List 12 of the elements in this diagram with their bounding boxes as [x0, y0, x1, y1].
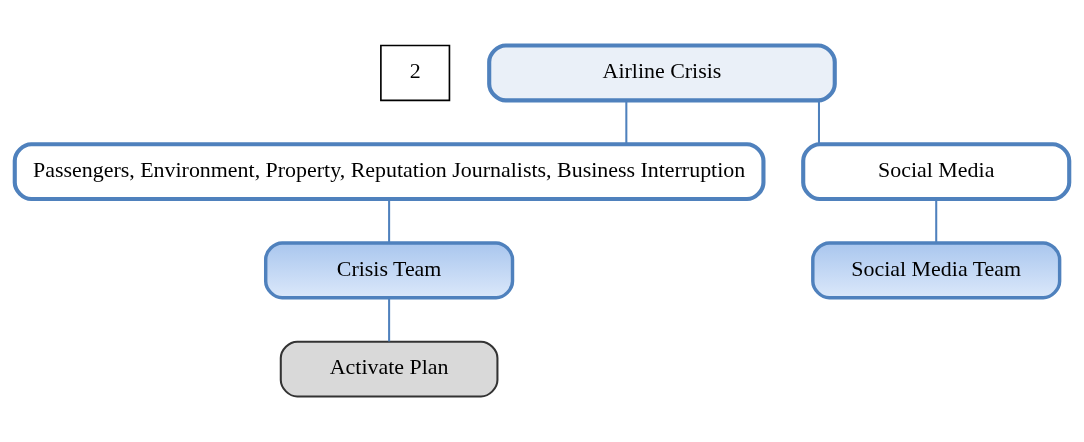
node-box: Passengers, Environment, Property, Reputation Journalists, Business Interruption: [12, 142, 766, 202]
connector: [935, 199, 938, 243]
node-box: 2: [380, 44, 451, 102]
connector: [388, 199, 391, 243]
connector: [388, 297, 391, 342]
node-box: Airline Crisis: [487, 43, 837, 103]
connector: [817, 100, 820, 144]
node-box: Crisis Team: [264, 241, 515, 300]
node-box: Activate Plan: [279, 340, 499, 398]
node-box: Social Media: [801, 142, 1072, 202]
connector: [625, 100, 628, 144]
node-box: Social Media Team: [811, 241, 1062, 300]
